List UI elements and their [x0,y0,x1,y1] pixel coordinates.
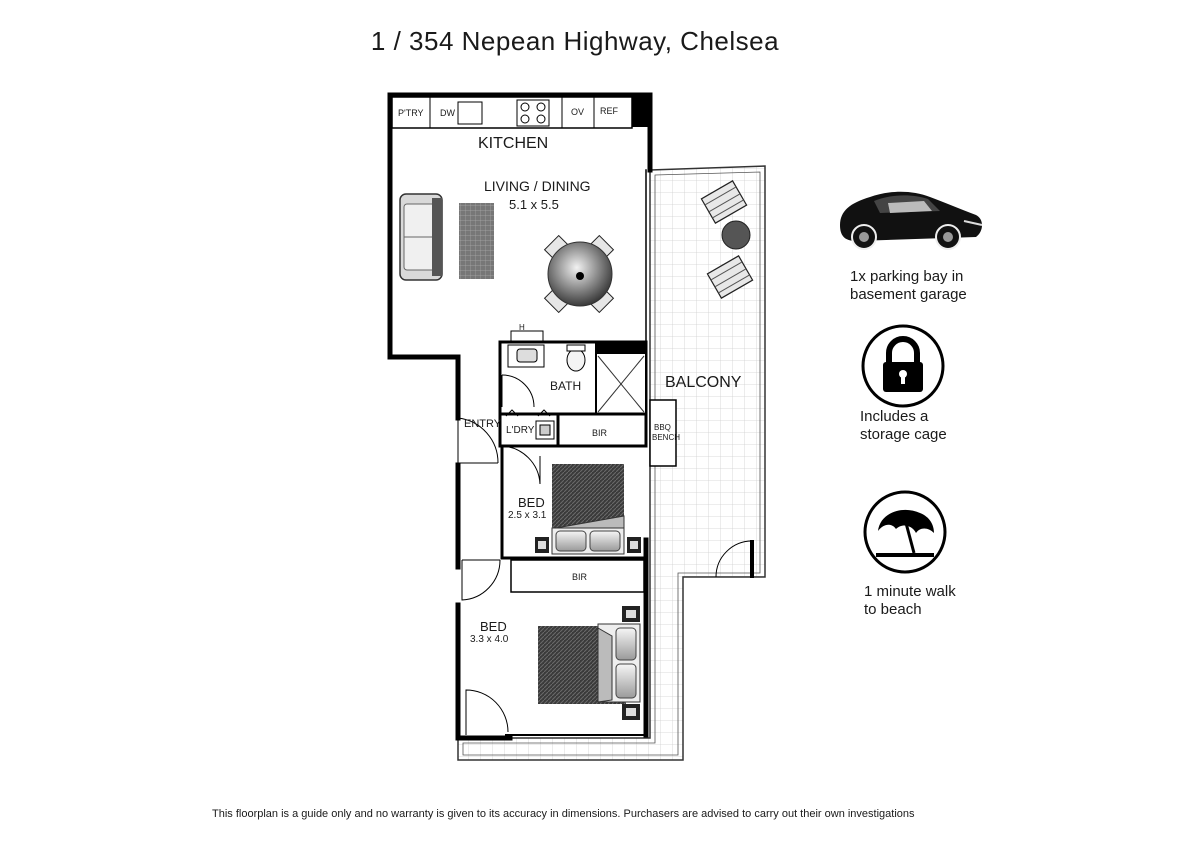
laundry: L'DRY BIR [498,409,648,448]
feature-storage: Includes a storage cage [860,408,947,444]
bed2-label: BED [480,619,507,634]
page-title: 1 / 354 Nepean Highway, Chelsea [370,26,780,56]
bedroom-1: BED 2.5 x 3.1 [500,445,646,560]
bathroom: BATH [498,340,648,416]
outer-walls [387,92,653,741]
fridge-label: REF [600,106,619,116]
balcony-furniture [700,180,754,299]
bbq-bench: BBQ BENCH [649,399,680,467]
balcony-floor [457,165,766,761]
balcony-door [715,540,754,578]
sofa [399,193,443,281]
rug [459,203,494,279]
car-icon [840,191,983,250]
pantry-label: P'TRY [398,108,424,118]
kitchen-label: KITCHEN [478,135,548,152]
disclaimer-text: This floorplan is a guide only and no wa… [212,808,915,820]
feature-parking-line1: 1x parking bay in [850,268,964,285]
heater: H [510,323,544,342]
bath-label: BATH [550,379,581,393]
feature-parking: 1x parking bay in basement garage [850,268,967,304]
bed1-label: BED [518,495,545,510]
bir2-label: BIR [572,572,588,582]
living-label: LIVING / DINING [484,178,591,194]
bbq-label-2: BENCH [652,433,680,442]
balcony-label: BALCONY [665,374,742,391]
bir1-label: BIR [592,428,608,438]
entry-door: ENTRY [457,417,502,465]
bbq-label-1: BBQ [654,423,671,432]
wall-block [630,95,650,127]
bed2-door [461,559,501,601]
feature-beach-line2: to beach [864,601,922,618]
beach-umbrella-icon [863,490,947,574]
feature-beach: 1 minute walk to beach [864,583,956,619]
bir-2: BIR [510,559,645,593]
bedroom-2: BED 3.3 x 4.0 [465,606,641,735]
heater-label: H [519,323,525,332]
feature-beach-line1: 1 minute walk [864,583,956,600]
feature-storage-line1: Includes a [860,408,929,425]
feature-storage-line2: storage cage [860,426,947,443]
living-size: 5.1 x 5.5 [509,197,559,212]
feature-parking-line2: basement garage [850,286,967,303]
kitchen-bench: P'TRY DW OV REF [391,96,633,129]
bed2-size: 3.3 x 4.0 [470,634,509,645]
entry-label: ENTRY [464,418,502,430]
bed1-size: 2.5 x 3.1 [508,510,547,521]
dishwasher-label: DW [440,108,455,118]
laundry-label: L'DRY [506,425,535,436]
oven-label: OV [571,107,584,117]
dining-set [543,234,615,314]
lock-icon [861,324,945,408]
